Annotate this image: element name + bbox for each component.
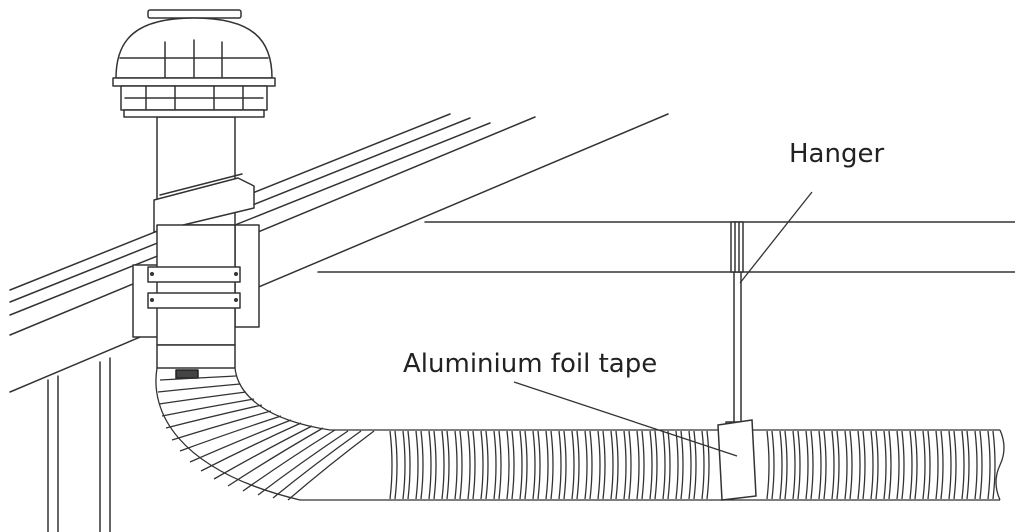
foil-tape-sleeve	[717, 419, 757, 501]
hanger-label: Hanger	[789, 139, 884, 169]
hanger-rod	[725, 221, 749, 433]
tape-leader-line	[513, 381, 738, 457]
vent-pipe	[153, 116, 255, 233]
roof-fan-cowl	[112, 9, 276, 118]
roof-layers	[9, 113, 669, 393]
strap-screws	[150, 272, 238, 302]
flexible-duct	[155, 367, 1005, 501]
ceiling-beam	[317, 221, 1015, 273]
wall-studs	[47, 357, 111, 532]
aluminium-foil-tape-label: Aluminium foil tape	[403, 349, 657, 379]
adapter-box	[132, 224, 260, 379]
hanger-leader-line	[739, 191, 813, 284]
